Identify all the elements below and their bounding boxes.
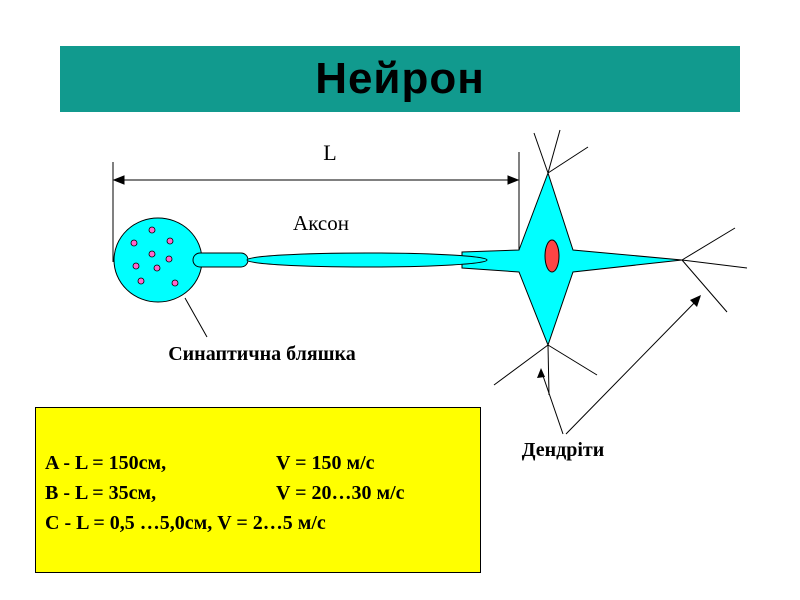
info-line-b-speed: V = 20…30 м/с: [276, 478, 405, 508]
cell-body: [462, 173, 682, 345]
dendrite-branch: [682, 260, 747, 268]
axon-segment-short: [193, 253, 248, 267]
vesicle: [172, 280, 178, 286]
dendrites-pointers: [541, 297, 700, 434]
info-line-b-length: B - L = 35см,: [45, 478, 156, 508]
dendrite-branch: [534, 133, 548, 173]
synaptic-plaque-label: Синаптична бляшка: [168, 343, 356, 365]
dendrite-branch: [682, 228, 735, 260]
info-line-a-length: A - L = 150см,: [45, 448, 166, 478]
arrowhead: [537, 368, 545, 378]
vesicle: [131, 240, 137, 246]
axon-label: Аксон: [293, 211, 349, 235]
dendrites-pointer: [566, 297, 700, 434]
nucleus: [545, 240, 559, 272]
vesicle: [133, 263, 139, 269]
dendrite-branch: [494, 345, 548, 385]
length-label: L: [323, 140, 336, 165]
dendrite-branch: [548, 345, 597, 375]
axon-segment-long: [247, 253, 487, 267]
length-arrow-left: [114, 176, 124, 184]
vesicle: [166, 256, 172, 262]
info-line-a-speed: V = 150 м/с: [276, 448, 375, 478]
dendrites-pointer-arrows: [537, 295, 701, 378]
dendrite-branch: [682, 260, 727, 312]
length-arrow-right: [508, 176, 518, 184]
info-line-b: B - L = 35см, V = 20…30 м/с: [45, 478, 480, 508]
info-line-c: C - L = 0,5 …5,0см, V = 2…5 м/с: [45, 508, 480, 538]
dendrites-pointer: [541, 370, 563, 434]
vesicle: [149, 251, 155, 257]
info-line-a: A - L = 150см, V = 150 м/с: [45, 448, 480, 478]
dendrite-branch: [548, 345, 549, 395]
info-line-c-text: C - L = 0,5 …5,0см, V = 2…5 м/с: [45, 508, 326, 538]
vesicle: [154, 265, 160, 271]
info-box: A - L = 150см, V = 150 м/с B - L = 35см,…: [35, 407, 481, 573]
synaptic-plaque: [114, 218, 202, 302]
vesicle: [138, 278, 144, 284]
synaptic-plaque-pointer: [185, 298, 207, 337]
dendrites-label: Дендріти: [522, 439, 605, 461]
vesicle: [167, 238, 173, 244]
vesicle: [149, 227, 155, 233]
